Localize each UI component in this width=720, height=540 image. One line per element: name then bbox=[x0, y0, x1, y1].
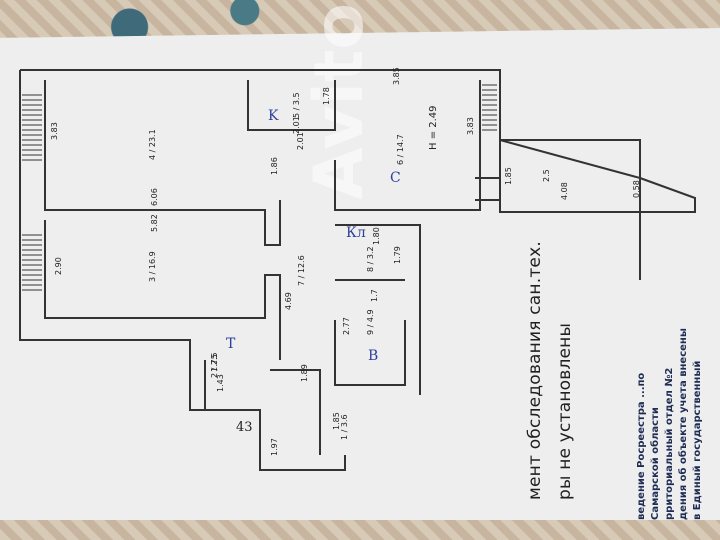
outer-wall-left bbox=[19, 70, 346, 471]
dim-0-58: 0.58 bbox=[632, 180, 641, 198]
inner-wall-c bbox=[247, 80, 336, 131]
dim-1-80: 1.80 bbox=[372, 227, 381, 245]
handwritten-k: K bbox=[268, 108, 279, 124]
dim-1-75: 1.75 bbox=[210, 354, 219, 372]
inner-wall-g bbox=[334, 320, 406, 386]
room-5-area: 3.5 bbox=[292, 92, 301, 106]
handwritten-c: С bbox=[390, 170, 401, 186]
room-6-label: 6 / 14.7 bbox=[396, 134, 405, 165]
handwritten-b: В bbox=[368, 348, 379, 364]
dim-1-7: 1.7 bbox=[370, 289, 379, 302]
room-1-area: 3.6 bbox=[340, 414, 349, 428]
room-8-label: 8 / 3.2 bbox=[366, 246, 375, 272]
ceiling-height: H = 2.49 bbox=[428, 105, 439, 150]
room-1-number: 1 bbox=[340, 434, 349, 440]
room-7-area: 12.6 bbox=[297, 255, 306, 274]
stamp-line-3: рриториальный отдел №2 bbox=[664, 367, 675, 520]
window-3 bbox=[482, 84, 497, 131]
dim-1-79: 1.79 bbox=[393, 246, 402, 264]
room-6-number: 6 bbox=[396, 159, 405, 165]
room-4-label: 4 / 23.1 bbox=[148, 129, 157, 160]
room-7-label: 7 / 12.6 bbox=[297, 255, 306, 286]
balcony-area: 2.5 bbox=[542, 169, 551, 182]
dim-2-77: 2.77 bbox=[342, 317, 351, 335]
inner-wall-b bbox=[44, 220, 281, 360]
inner-wall-e bbox=[335, 224, 421, 395]
handwritten-kl: Кл bbox=[346, 225, 366, 241]
room-4-area: 23.1 bbox=[148, 129, 157, 148]
note-line-1: мент обследования сан.тех. bbox=[525, 241, 545, 500]
room-8-area: 3.2 bbox=[366, 246, 375, 260]
window-2 bbox=[22, 234, 42, 291]
stamp-line-2: Самарской области bbox=[650, 407, 661, 520]
note-line-2: ры не установлены bbox=[555, 322, 575, 500]
handwritten-43: 43 bbox=[236, 420, 253, 435]
paper-sheet bbox=[0, 28, 720, 520]
dim-1-43: 1.43 bbox=[216, 374, 225, 392]
stamp-line-1: ведение Росреестра ...по bbox=[636, 372, 647, 520]
dim-5-82: 5.82 bbox=[150, 214, 159, 232]
room-7-number: 7 bbox=[297, 280, 306, 286]
room-1-label: 1 / 3.6 bbox=[340, 414, 349, 440]
dim-3-83-b: 3.83 bbox=[466, 117, 475, 135]
dim-1-89: 1.89 bbox=[300, 364, 309, 382]
room-3-number: 3 bbox=[148, 276, 157, 282]
inner-wall-d bbox=[334, 80, 481, 211]
dim-1-85-b: 1.85 bbox=[332, 412, 341, 430]
room-3-label: 3 / 16.9 bbox=[148, 251, 157, 282]
inner-wall-h bbox=[270, 369, 321, 455]
dim-1-86: 1.86 bbox=[270, 157, 279, 175]
room-9-number: 9 bbox=[366, 329, 375, 335]
inner-wall-j bbox=[475, 177, 500, 201]
dim-2-01-b: 2.01 bbox=[296, 132, 305, 150]
dim-1-85-a: 1.85 bbox=[504, 167, 513, 185]
dim-4-08: 4.08 bbox=[560, 182, 569, 200]
balcony bbox=[499, 138, 641, 213]
stamp-line-5: в Единый государственный bbox=[692, 360, 703, 520]
window-1 bbox=[22, 94, 42, 161]
dim-2-90: 2.90 bbox=[54, 257, 63, 275]
dim-3-83-a: 3.83 bbox=[50, 122, 59, 140]
inner-wall-a bbox=[44, 80, 281, 246]
room-5-label: 5 / 3.5 bbox=[292, 92, 301, 118]
stamp-line-4: дения об объекте учета внесены bbox=[678, 328, 689, 520]
dim-1-78: 1.78 bbox=[322, 87, 331, 105]
dim-4-69: 4.69 bbox=[284, 292, 293, 310]
dim-1-97: 1.97 bbox=[270, 438, 279, 456]
room-8-number: 8 bbox=[366, 266, 375, 272]
dim-6-06: 6.06 bbox=[150, 188, 159, 206]
handwritten-t: T bbox=[226, 336, 236, 352]
room-9-label: 9 / 4.9 bbox=[366, 309, 375, 335]
room-9-area: 4.9 bbox=[366, 309, 375, 323]
dim-3-85: 3.85 bbox=[392, 67, 401, 85]
room-4-number: 4 bbox=[148, 154, 157, 160]
room-6-area: 14.7 bbox=[396, 134, 405, 153]
outer-wall bbox=[20, 69, 696, 280]
room-3-area: 16.9 bbox=[148, 251, 157, 270]
